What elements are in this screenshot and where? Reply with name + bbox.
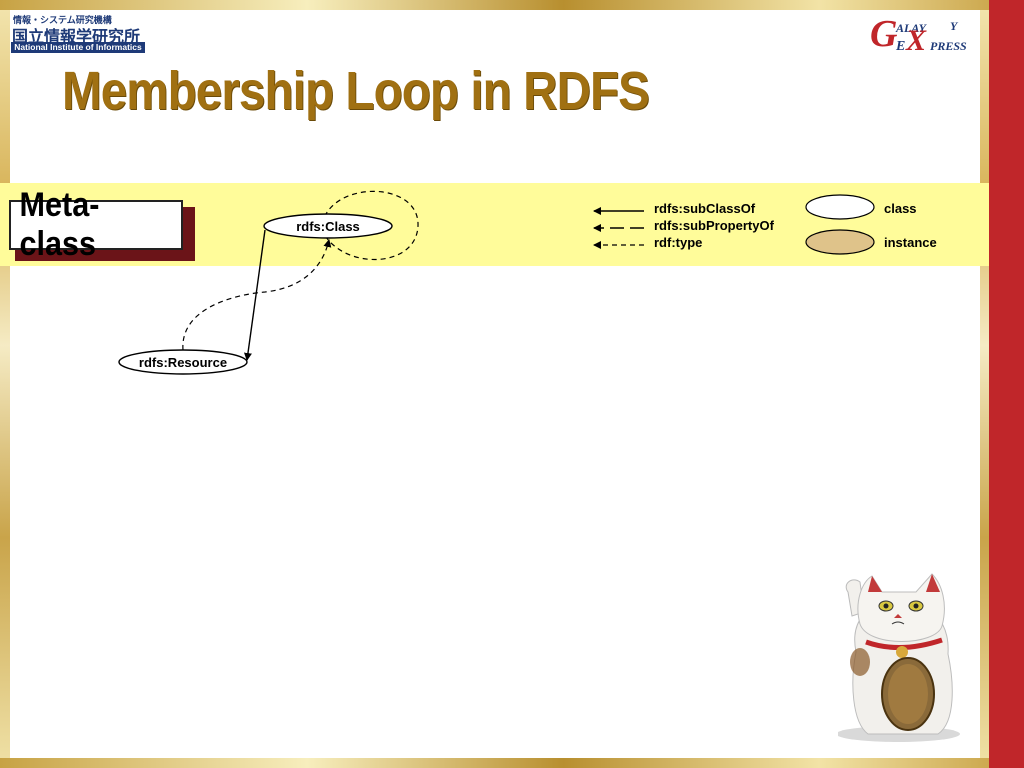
logo-alay: ALAY bbox=[895, 21, 928, 35]
slide-panel bbox=[10, 10, 980, 758]
class-type-self-loop bbox=[321, 190, 419, 261]
rdfs-class-label: rdfs:Class bbox=[296, 219, 360, 234]
rdfs-resource-node bbox=[118, 349, 248, 375]
rdfs-class-node bbox=[263, 213, 393, 239]
galaxy-express-logo: G ALAY Y E X PRESS bbox=[870, 13, 967, 56]
meta-class-label: Meta-class bbox=[19, 186, 100, 263]
logo-g: G bbox=[870, 13, 898, 55]
meta-class-box: Meta-class bbox=[9, 186, 183, 263]
logo-x: X bbox=[905, 24, 927, 56]
red-side-bar bbox=[989, 0, 1024, 768]
logo-e: E bbox=[895, 39, 905, 54]
maneki-neko-image bbox=[838, 573, 960, 742]
nii-logo-english-text: National Institute of Informatics bbox=[11, 42, 145, 53]
logo-y: Y bbox=[950, 19, 959, 33]
gold-frame-bottom bbox=[0, 758, 1024, 768]
legend-class-label: class bbox=[884, 201, 917, 216]
legend-instance-ellipse bbox=[805, 229, 875, 255]
legend-class-ellipse bbox=[805, 194, 875, 220]
legend: rdfs:subClassOf rdfs:subPropertyOf rdf:t… bbox=[593, 194, 937, 255]
nii-logo-main-text: 国立情報学研究所 bbox=[12, 29, 141, 46]
gold-frame-top bbox=[0, 0, 1024, 10]
class-subclassof-resource-edge bbox=[243, 229, 266, 361]
legend-instance-label: instance bbox=[884, 235, 937, 250]
legend-subpropertyof-label: rdfs:subPropertyOf bbox=[654, 218, 775, 233]
legend-type-label: rdf:type bbox=[654, 235, 702, 250]
nii-logo-top-text: 情報・システム研究機構 bbox=[13, 15, 112, 25]
logo-press: PRESS bbox=[930, 39, 967, 53]
resource-type-class-edge bbox=[182, 239, 332, 351]
legend-subclassof-label: rdfs:subClassOf bbox=[654, 201, 756, 216]
page-title: Membership Loop in RDFS bbox=[62, 61, 650, 121]
rdfs-resource-label: rdfs:Resource bbox=[139, 355, 227, 370]
